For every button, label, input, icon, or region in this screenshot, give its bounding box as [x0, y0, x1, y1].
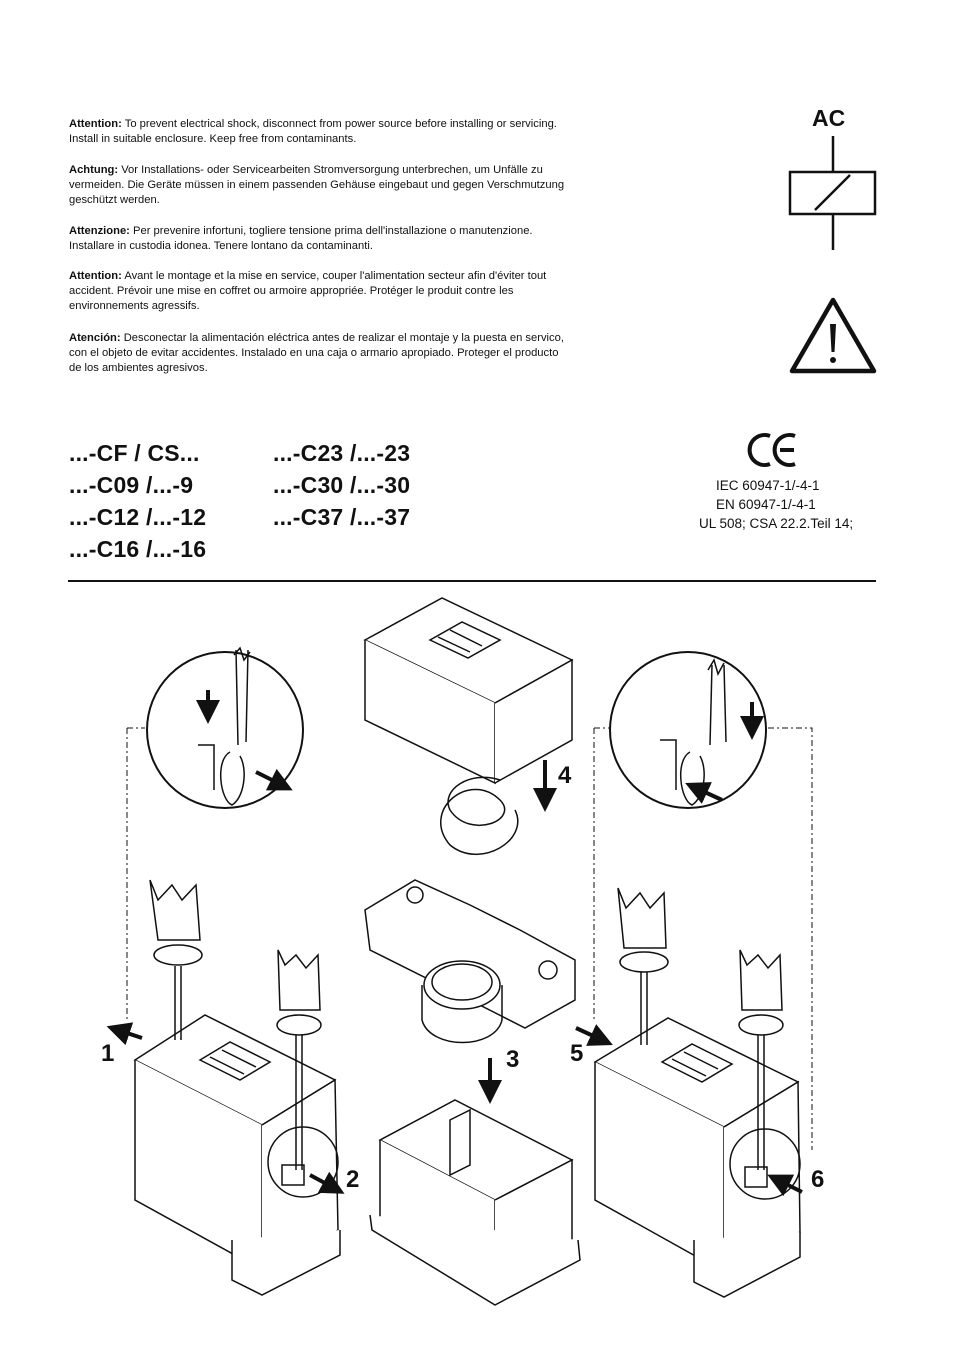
warning-lead: Attention:: [69, 270, 122, 282]
contactor-left: [106, 879, 345, 1296]
ce-mark-icon: [747, 433, 796, 467]
warning-en: Attention: To prevent electrical shock, …: [69, 117, 569, 147]
step-5-label: 5: [570, 1040, 584, 1067]
warning-lead: Attenzione:: [69, 225, 130, 237]
warning-text: Per prevenire infortuni, togliere tensio…: [69, 225, 533, 252]
warning-it: Attenzione: Per prevenire infortuni, tog…: [69, 224, 569, 254]
standard-iec: IEC 60947-1/-4-1: [716, 478, 820, 493]
step-4-label: 4: [558, 762, 572, 789]
model-list-1: ...-CF / CS... ...-C09 /...-9 ...-C12 /.…: [69, 437, 206, 565]
model-code: ...-C23 /...-23: [273, 440, 411, 466]
warning-text: To prevent electrical shock, disconnect …: [69, 118, 557, 145]
step-1-label: 1: [101, 1040, 115, 1067]
coil-symbol-icon: [788, 136, 877, 250]
model-code: ...-CF / CS...: [69, 440, 200, 466]
step-2-label: 2: [346, 1166, 360, 1193]
model-code: ...-C12 /...-12: [69, 504, 207, 530]
warning-lead: Achtung:: [69, 164, 119, 176]
coil-label: AC: [812, 105, 846, 131]
model-code: ...-C16 /...-16: [69, 536, 207, 562]
model-code: ...-C37 /...-37: [273, 504, 411, 530]
detail-circle-left: [126, 646, 304, 1020]
model-code: ...-C30 /...-30: [273, 472, 411, 498]
standard-ul-csa: UL 508; CSA 22.2.Teil 14;: [699, 516, 854, 531]
coil-assembly: [364, 879, 576, 1104]
warning-text: Avant le montage et la mise en service, …: [69, 270, 547, 312]
detail-circle-right: [593, 651, 813, 1150]
warning-text: Vor Installations- oder Servicearbeiten …: [69, 164, 565, 206]
divider: [68, 580, 876, 582]
step-3-label: 3: [506, 1046, 520, 1073]
warning-triangle-icon: [789, 297, 877, 374]
contactor-right: [575, 887, 803, 1298]
warning-lead: Atención:: [69, 332, 121, 344]
warning-de: Achtung: Vor Installations- oder Service…: [69, 163, 569, 208]
model-code: ...-C09 /...-9: [69, 472, 194, 498]
model-list-2: ...-C23 /...-23 ...-C30 /...-30 ...-C37 …: [273, 437, 410, 533]
warning-text: Desconectar la alimentación eléctrica an…: [69, 332, 564, 374]
contactor-top: [363, 597, 574, 856]
step-6-label: 6: [811, 1166, 825, 1193]
warning-fr: Attention: Avant le montage et la mise e…: [69, 269, 569, 314]
standard-en: EN 60947-1/-4-1: [716, 497, 816, 512]
contactor-base: [369, 1099, 581, 1306]
warning-es: Atención: Desconectar la alimentación el…: [69, 331, 569, 376]
warning-lead: Attention:: [69, 118, 122, 130]
